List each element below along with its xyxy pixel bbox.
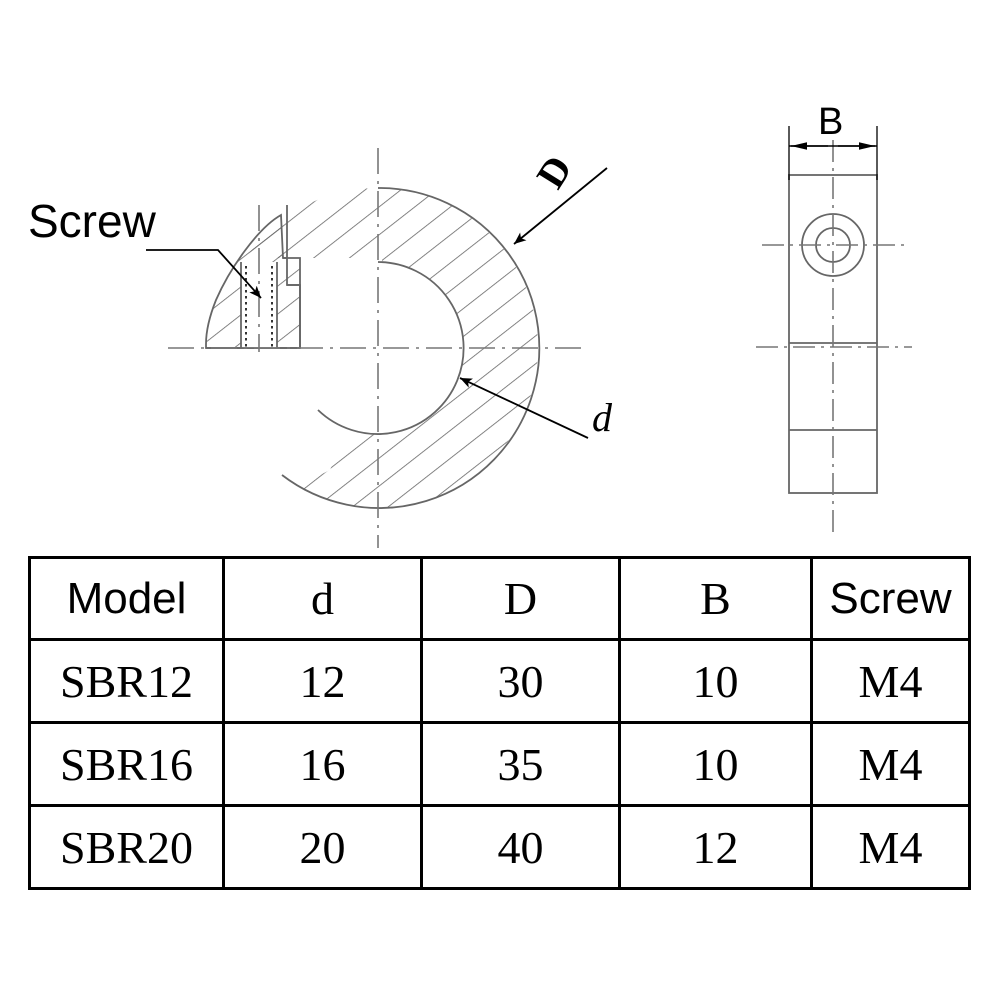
specification-table: Model d D B Screw SBR12 12 30 10 M4 SBR1…: [28, 556, 971, 890]
cell-model: SBR16: [28, 721, 225, 807]
column-header-D: D: [420, 556, 621, 641]
table-row: SBR20 20 40 12 M4: [28, 804, 971, 890]
cell-d: 12: [222, 638, 423, 724]
cell-screw: M4: [810, 638, 971, 724]
table-row: SBR16 16 35 10 M4: [28, 721, 971, 807]
width-label: B: [818, 101, 844, 143]
cell-model: SBR12: [28, 638, 225, 724]
screw-label: Screw: [28, 195, 156, 247]
inner-bore-arc: [317, 261, 465, 435]
cell-D: 40: [420, 804, 621, 890]
column-header-model: Model: [28, 556, 225, 641]
cell-d: 20: [222, 804, 423, 890]
cell-D: 35: [420, 721, 621, 807]
column-header-B: B: [618, 556, 813, 641]
front-section-view: [146, 148, 608, 548]
cell-model: SBR20: [28, 804, 225, 890]
cell-d: 16: [222, 721, 423, 807]
cell-D: 30: [420, 638, 621, 724]
table-row: SBR12 12 30 10 M4: [28, 638, 971, 724]
cell-B: 10: [618, 721, 813, 807]
cell-B: 10: [618, 638, 813, 724]
side-view: [756, 126, 912, 535]
outer-diameter-leader: [513, 167, 608, 245]
cell-screw: M4: [810, 804, 971, 890]
cell-screw: M4: [810, 721, 971, 807]
width-dimension: [788, 126, 878, 180]
column-header-screw: Screw: [810, 556, 971, 641]
centerlines: [168, 148, 588, 548]
cell-B: 12: [618, 804, 813, 890]
outer-diameter-arc: [281, 187, 541, 509]
inner-diameter-label: d: [592, 395, 612, 440]
column-header-d: d: [222, 556, 423, 641]
table-header-row: Model d D B Screw: [28, 556, 971, 641]
screw-leader: [146, 249, 262, 299]
inner-diameter-leader: [459, 377, 589, 439]
